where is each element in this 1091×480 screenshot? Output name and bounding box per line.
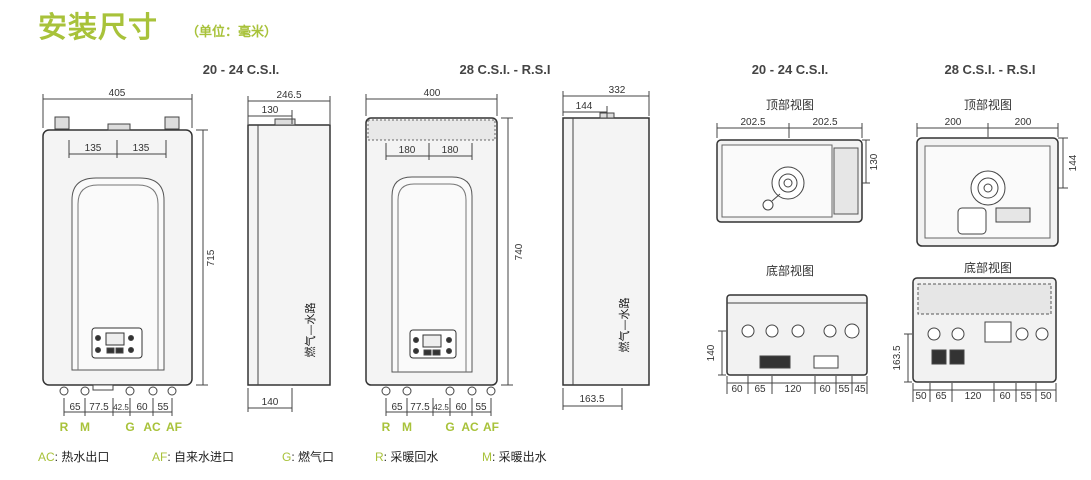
dim-180-right: 180 <box>442 145 459 156</box>
dim-bottom2-0: 65 <box>391 402 403 413</box>
legend-item-af: AF: 自来水进口 <box>152 448 234 465</box>
top-view-20-24 <box>716 139 863 223</box>
dim-bottom1-3: 60 <box>136 402 148 413</box>
side-label-2: 燃气—水路 <box>617 298 631 353</box>
header-20-24-front: 20 - 24 C.S.I. <box>202 62 280 77</box>
legend-text: : 燃气口 <box>291 450 335 464</box>
bottom-view-label-1: 底部视图 <box>765 264 815 278</box>
legend-key: G <box>282 450 292 464</box>
boiler-side-20-24 <box>247 118 331 386</box>
conn2-R: R <box>382 420 391 434</box>
dim-332: 332 <box>609 85 626 96</box>
dim-bottom1-0: 65 <box>69 402 81 413</box>
dim-405: 405 <box>109 88 126 99</box>
legend-item-ac: AC: 热水出口 <box>38 448 109 465</box>
dim-bv2-4: 55 <box>1020 391 1032 402</box>
bottom-view-28 <box>912 277 1057 383</box>
dim-bv1-2: 120 <box>785 384 802 395</box>
dim-bv1-4: 55 <box>838 384 850 395</box>
legend-key: M <box>482 450 492 464</box>
legend-key: R <box>375 450 384 464</box>
dim-top2-right: 200 <box>1015 117 1032 128</box>
dim-bottom2-3: 60 <box>455 402 467 413</box>
dim-bv1-h: 140 <box>706 344 717 361</box>
dim-400: 400 <box>424 88 441 99</box>
dim-246-5: 246.5 <box>276 90 301 101</box>
dim-top1-h: 130 <box>869 153 880 170</box>
dim-bv2-1: 65 <box>935 391 947 402</box>
dim-bottom2-2: 42.5 <box>433 403 449 412</box>
conn2-AC: AC <box>461 420 479 434</box>
dim-180-left: 180 <box>399 145 416 156</box>
conn2-AF: AF <box>483 420 499 434</box>
boiler-side-28 <box>562 112 650 386</box>
bottom-view-20-24 <box>726 294 868 376</box>
top-view-28 <box>916 137 1059 247</box>
legend-item-g: G: 燃气口 <box>282 448 334 465</box>
conn2-M: M <box>402 420 412 434</box>
dim-163-5: 163.5 <box>579 394 604 405</box>
dim-bv1-0: 60 <box>731 384 743 395</box>
conn1-AC: AC <box>143 420 161 434</box>
dim-bv2-2: 120 <box>965 391 982 402</box>
dim-bottom2-1: 77.5 <box>410 402 430 413</box>
top-view-label-1: 顶部视图 <box>765 98 815 112</box>
dim-140: 140 <box>262 397 279 408</box>
top-view-label-2: 顶部视图 <box>963 98 1013 112</box>
page-title: 安装尺寸 <box>38 12 159 44</box>
dim-bv1-1: 65 <box>754 384 766 395</box>
conn2-G: G <box>445 420 454 434</box>
boiler-front-28 <box>365 117 498 396</box>
dim-bottom1-2: 42.5 <box>113 403 129 412</box>
dim-bv2-h: 163.5 <box>892 345 903 370</box>
legend-text: : 采暖回水 <box>383 450 439 464</box>
dim-bottom2-4: 55 <box>475 402 487 413</box>
legend-key: AC <box>38 450 55 464</box>
dim-135-right: 135 <box>133 143 150 154</box>
dim-top2-left: 200 <box>945 117 962 128</box>
dim-bottom1-4: 55 <box>157 402 169 413</box>
dim-130: 130 <box>262 105 279 116</box>
dim-715: 715 <box>206 249 217 266</box>
dim-top1-right: 202.5 <box>812 117 837 128</box>
dim-bv2-5: 50 <box>1040 391 1052 402</box>
dim-144: 144 <box>576 101 593 112</box>
header-28-front: 28 C.S.I. - R.S.I <box>459 62 551 77</box>
legend-item-r: R: 采暖回水 <box>375 448 438 465</box>
dim-top2-h: 144 <box>1068 154 1079 171</box>
bottom-view-label-2: 底部视图 <box>963 261 1013 275</box>
conn1-AF: AF <box>166 420 182 434</box>
conn1-M: M <box>80 420 90 434</box>
legend-text: : 采暖出水 <box>492 450 547 464</box>
conn1-G: G <box>125 420 134 434</box>
legend-key: AF <box>152 450 168 464</box>
dim-135-left: 135 <box>85 143 102 154</box>
conn1-R: R <box>60 420 69 434</box>
header-28-views: 28 C.S.I. - R.S.I <box>944 62 1036 77</box>
side-label-1: 燃气—水路 <box>303 303 317 358</box>
dim-bv1-5: 45 <box>854 384 866 395</box>
dim-bottom1-1: 77.5 <box>89 402 109 413</box>
legend-text: : 自来水进口 <box>167 450 235 464</box>
dim-740: 740 <box>514 243 525 260</box>
boiler-front-20-24 <box>42 116 193 396</box>
legend-item-m: M: 采暖出水 <box>482 448 547 465</box>
dim-bv2-0: 50 <box>915 391 927 402</box>
dim-top1-left: 202.5 <box>740 117 765 128</box>
legend-text: : 热水出口 <box>54 450 110 464</box>
unit-label: （单位：毫米） <box>186 24 278 39</box>
header-20-24-views: 20 - 24 C.S.I. <box>751 62 829 77</box>
dim-bv2-3: 60 <box>999 391 1011 402</box>
dim-bv1-3: 60 <box>819 384 831 395</box>
